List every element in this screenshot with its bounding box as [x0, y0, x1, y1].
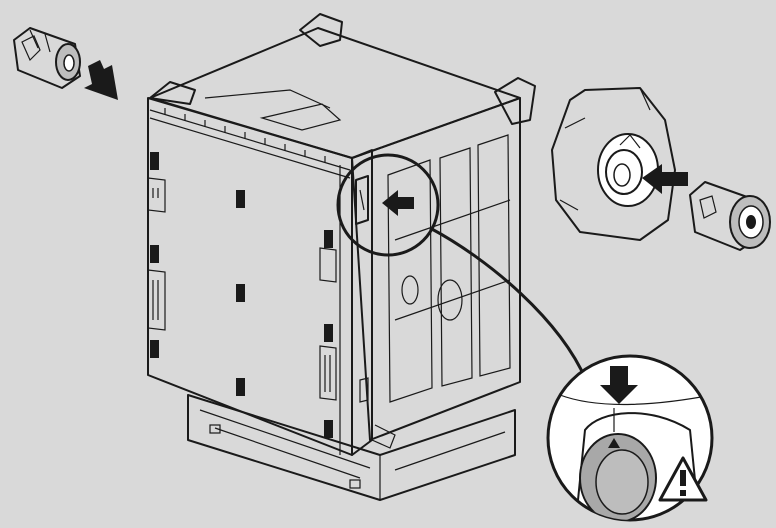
arrow-left-icon: [382, 190, 414, 216]
unit-top-face: [149, 27, 521, 159]
arrow-down-icon: [600, 366, 638, 404]
socket-detail: [551, 87, 676, 241]
arrow-right-icon: [84, 60, 118, 100]
leader-line: [429, 226, 588, 381]
unit-right-face: [351, 97, 521, 441]
arrow-left-icon-right: [642, 164, 688, 194]
warning-icon: [658, 456, 708, 502]
main-unit: [147, 13, 536, 501]
zoom-detail: [546, 354, 714, 522]
callout-ring: [336, 153, 440, 257]
unit-front-face: [147, 97, 353, 456]
knob-part-left: [13, 27, 81, 89]
knob-part-right: [689, 181, 771, 251]
